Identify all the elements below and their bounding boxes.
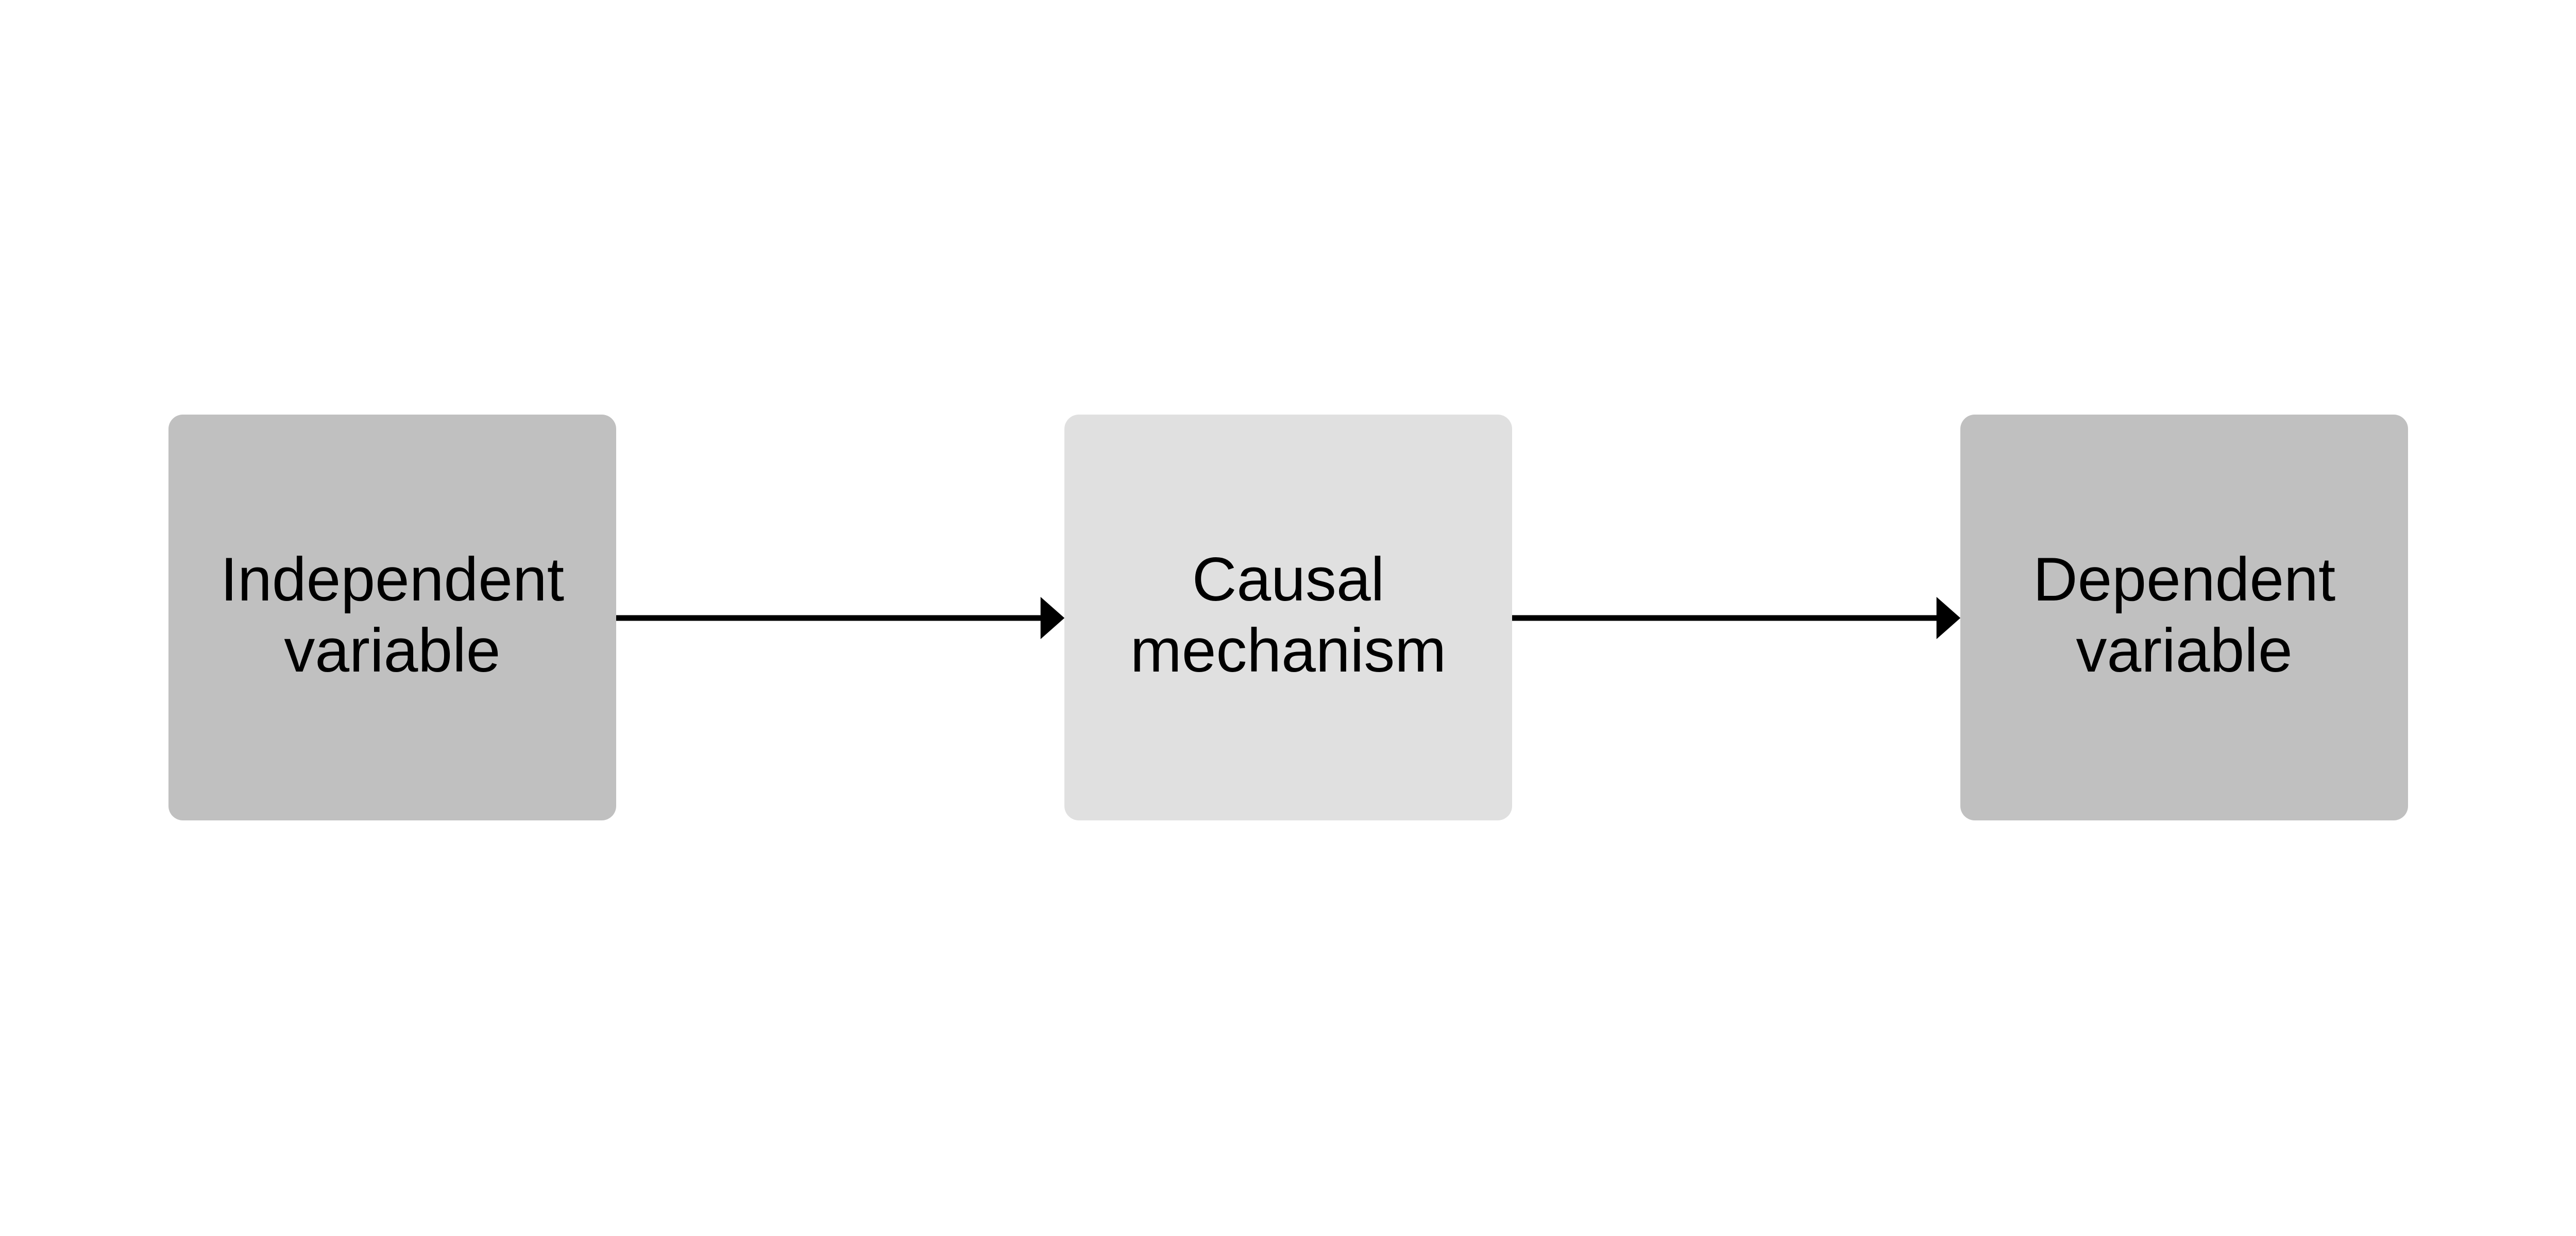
node-dependent-variable: Dependent variable <box>1960 415 2409 820</box>
arrow-independent-to-mechanism <box>616 597 1065 639</box>
node-label: Independent variable <box>220 545 565 685</box>
node-independent-variable: Independent variable <box>168 415 616 820</box>
node-causal-mechanism: Causal mechanism <box>1064 415 1512 820</box>
arrow-mechanism-to-dependent <box>1512 597 1961 639</box>
node-label: Dependent variable <box>2033 545 2336 685</box>
node-label: Causal mechanism <box>1130 545 1447 685</box>
